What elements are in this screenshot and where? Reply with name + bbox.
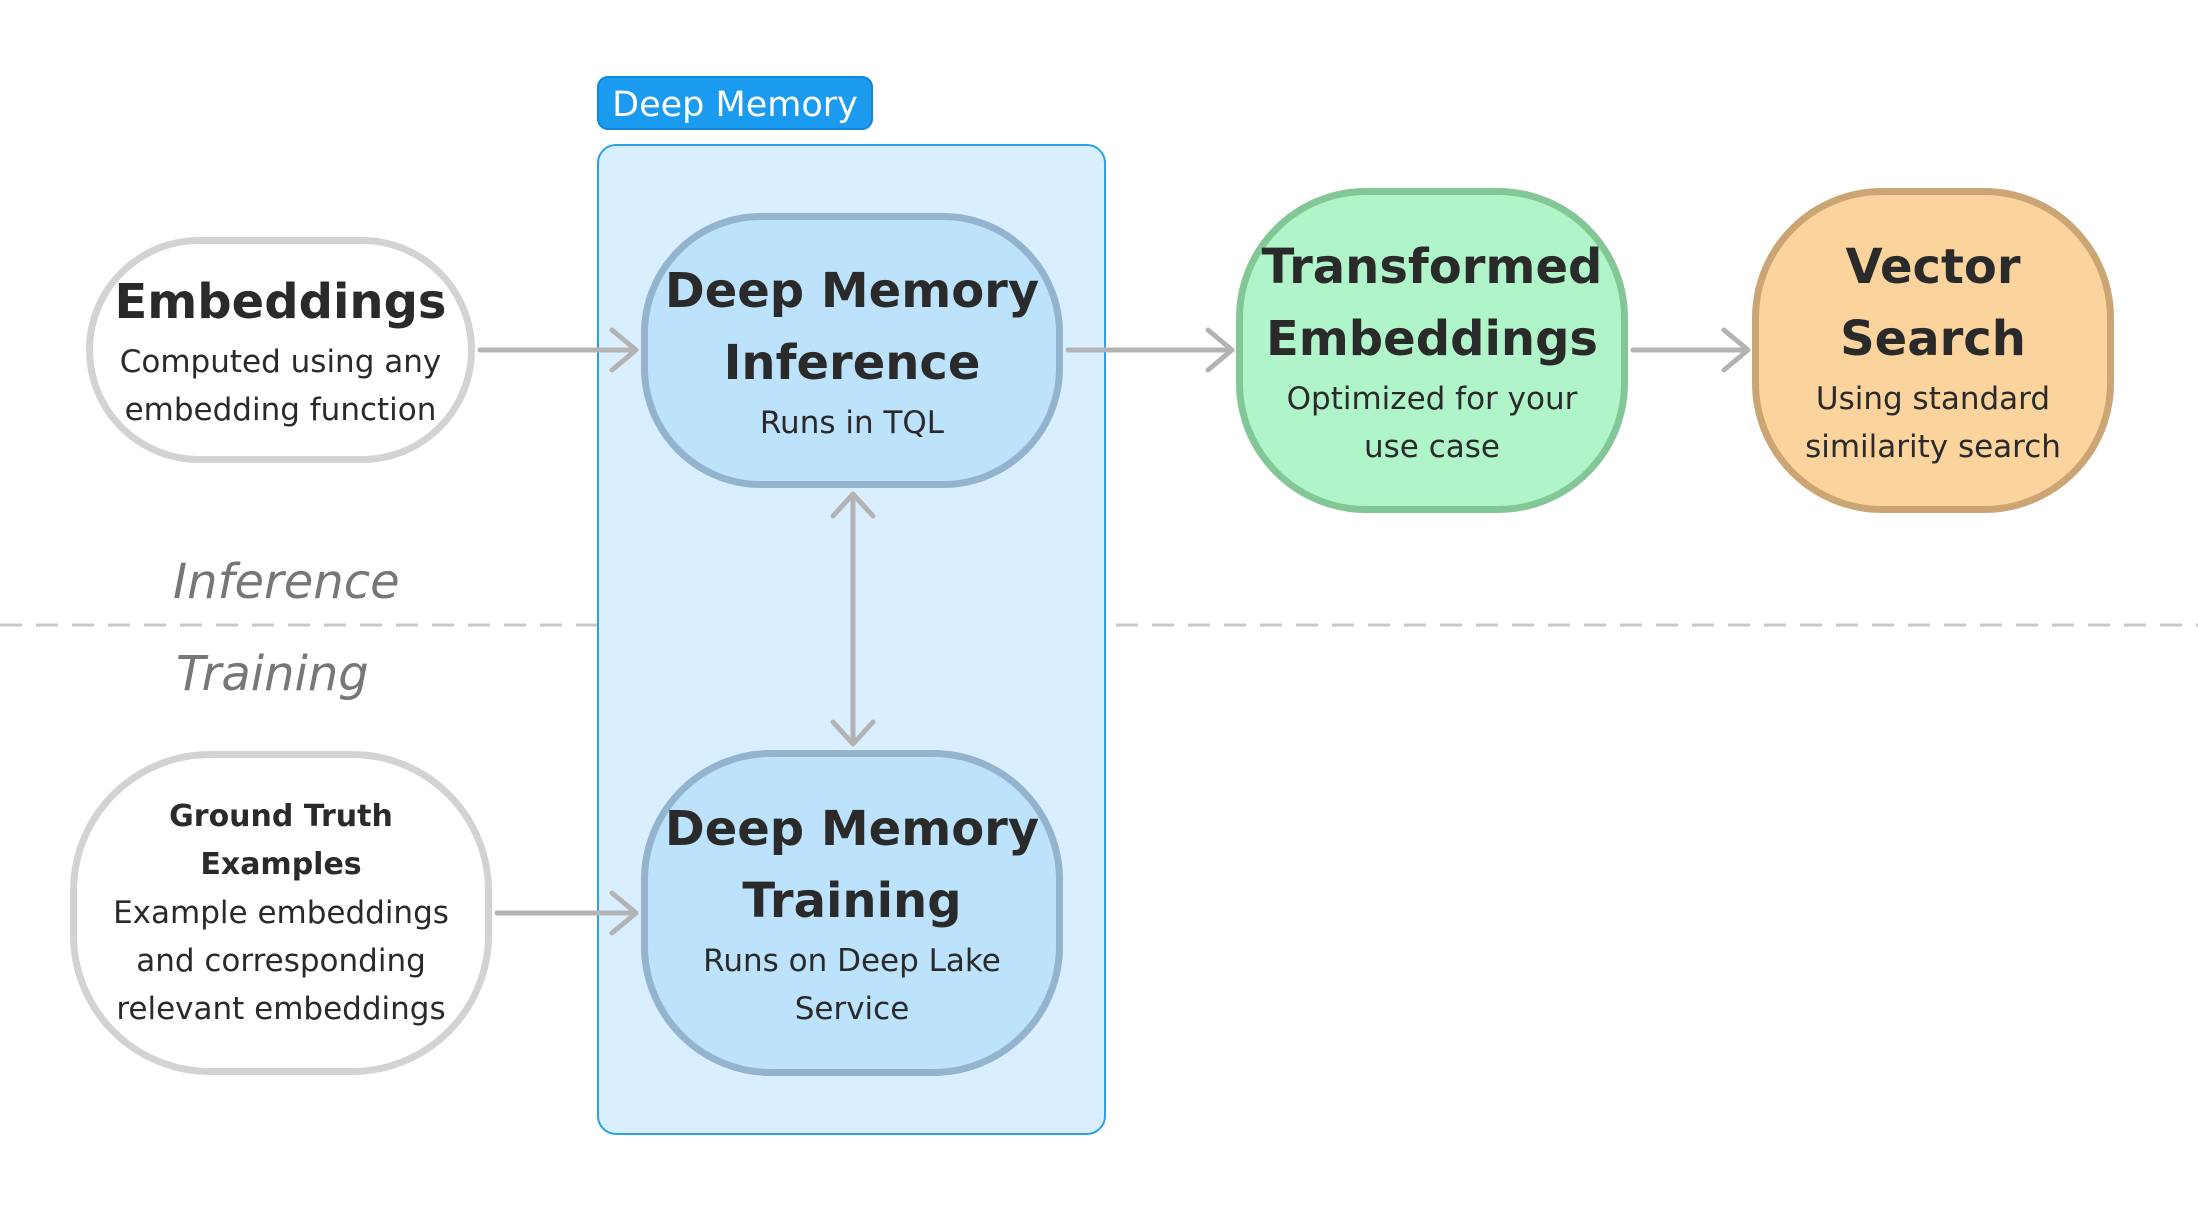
embeddings-subtitle-line-1: Computed using any (119, 344, 442, 380)
training-title-line-2: Training (742, 873, 962, 929)
ground-truth-subtitle-line-1: Example embeddings (113, 895, 449, 931)
deep-memory-group-label: Deep Memory (597, 76, 873, 130)
training-subtitle-line-1: Runs on Deep Lake (703, 943, 1001, 979)
deep-memory-training-node: Deep Memory Training Runs on Deep Lake S… (641, 750, 1063, 1076)
vector-search-subtitle-line-1: Using standard (1815, 380, 2051, 417)
arrow-head (1721, 327, 1751, 373)
arrow-head (609, 890, 639, 936)
ground-truth-title-line-1: Ground Truth (169, 799, 393, 834)
transformed-embeddings-node: Transformed Embeddings Optimized for you… (1236, 188, 1628, 513)
inference-subtitle: Runs in TQL (759, 404, 945, 441)
transformed-title-line-2: Embeddings (1266, 310, 1598, 367)
transformed-title-line-1: Transformed (1261, 238, 1603, 295)
ground-truth-subtitle-line-2: and corresponding (136, 943, 426, 979)
embeddings-subtitle-line-2: embedding function (124, 392, 437, 428)
arrow-head (609, 327, 639, 373)
arrow-head (1205, 327, 1235, 373)
transformed-subtitle-line-1: Optimized for your (1286, 380, 1578, 417)
ground-truth-subtitle-line-3: relevant embeddings (116, 991, 446, 1027)
embeddings-title: Embeddings (114, 274, 447, 330)
vector-search-title-line-2: Search (1840, 310, 2026, 367)
arrow-head-up (830, 491, 876, 519)
ground-truth-node: Ground Truth Examples Example embeddings… (70, 751, 492, 1075)
ground-truth-title-line-2: Examples (200, 847, 362, 882)
vector-search-title-line-1: Vector (1845, 238, 2021, 295)
training-subtitle-line-2: Service (794, 991, 910, 1027)
inference-title-line-2: Inference (723, 334, 981, 391)
training-section-label: Training (176, 646, 369, 702)
transformed-subtitle-line-2: use case (1364, 428, 1500, 465)
training-title-line-1: Deep Memory (664, 801, 1040, 857)
inference-section-label: Inference (173, 554, 400, 610)
vector-search-subtitle-line-2: similarity search (1805, 428, 2061, 465)
deep-memory-inference-node: Deep Memory Inference Runs in TQL (641, 213, 1063, 488)
vector-search-node: Vector Search Using standard similarity … (1752, 188, 2114, 513)
arrow-head-down (830, 719, 876, 747)
inference-title-line-1: Deep Memory (664, 262, 1040, 319)
embeddings-node: Embeddings Computed using any embedding … (86, 237, 475, 463)
